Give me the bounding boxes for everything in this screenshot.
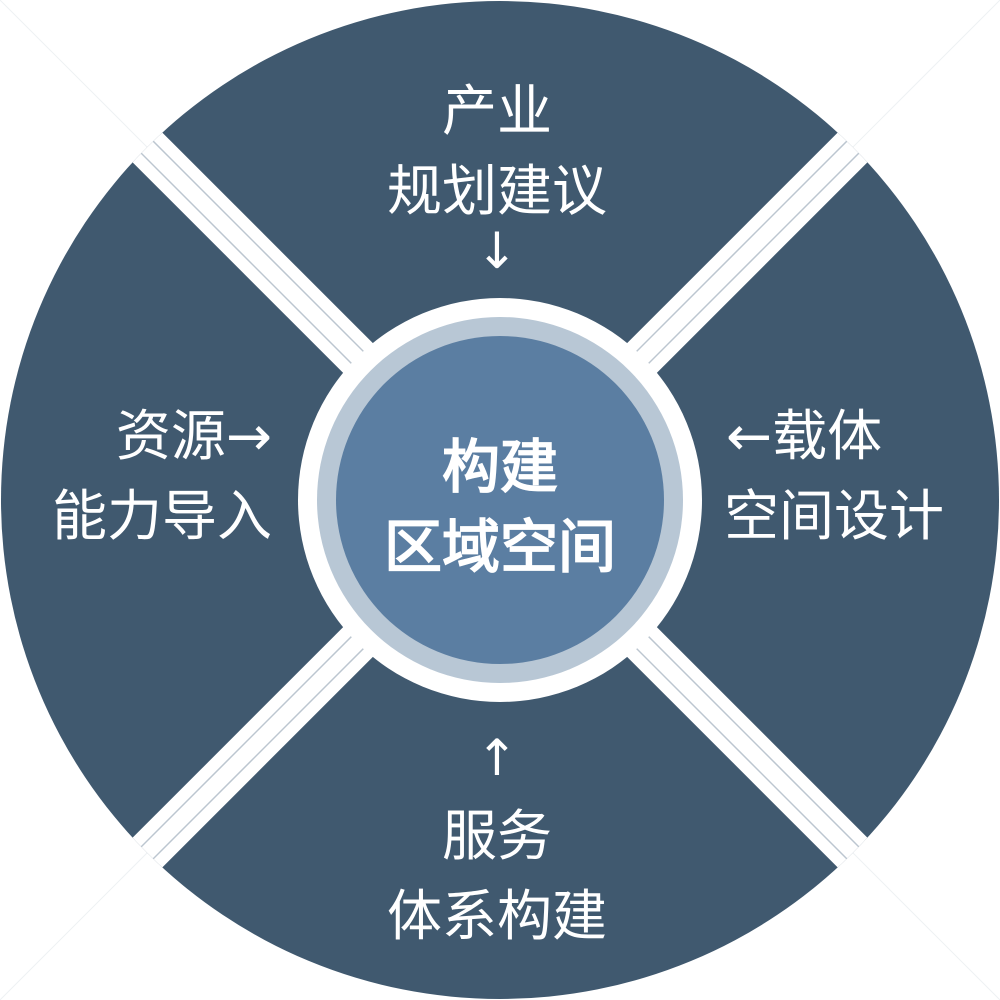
quadrant-top-line1: 产业: [442, 79, 552, 143]
quadrant-left-line2: 能力导入: [52, 484, 272, 548]
quadrant-left-line1: 资源→: [116, 404, 272, 468]
center-title-line2: 区域空间: [384, 513, 616, 581]
quadrant-bottom-line2: 体系构建: [387, 884, 607, 948]
center-hub-fill: [336, 336, 664, 664]
quadrant-right-line2: 空间设计: [724, 484, 944, 548]
down-arrow-icon: ↓: [476, 222, 518, 280]
center-title-line1: 构建: [442, 433, 558, 501]
quadrant-right: ←载体 空间设计: [724, 404, 944, 548]
quadrant-right-line1: ←载体: [726, 404, 882, 468]
up-arrow-icon: ↑: [476, 729, 518, 787]
quadrant-top-line2: 规划建议: [387, 159, 607, 223]
center-hub: 构建 区域空间: [298, 298, 702, 702]
quadrant-bottom: ↑ 服务 体系构建: [387, 729, 607, 948]
quadrant-left: 资源→ 能力导入: [52, 404, 272, 548]
quadrant-top: 产业 规划建议 ↓: [387, 79, 607, 280]
quadrant-bottom-line1: 服务: [442, 804, 552, 868]
